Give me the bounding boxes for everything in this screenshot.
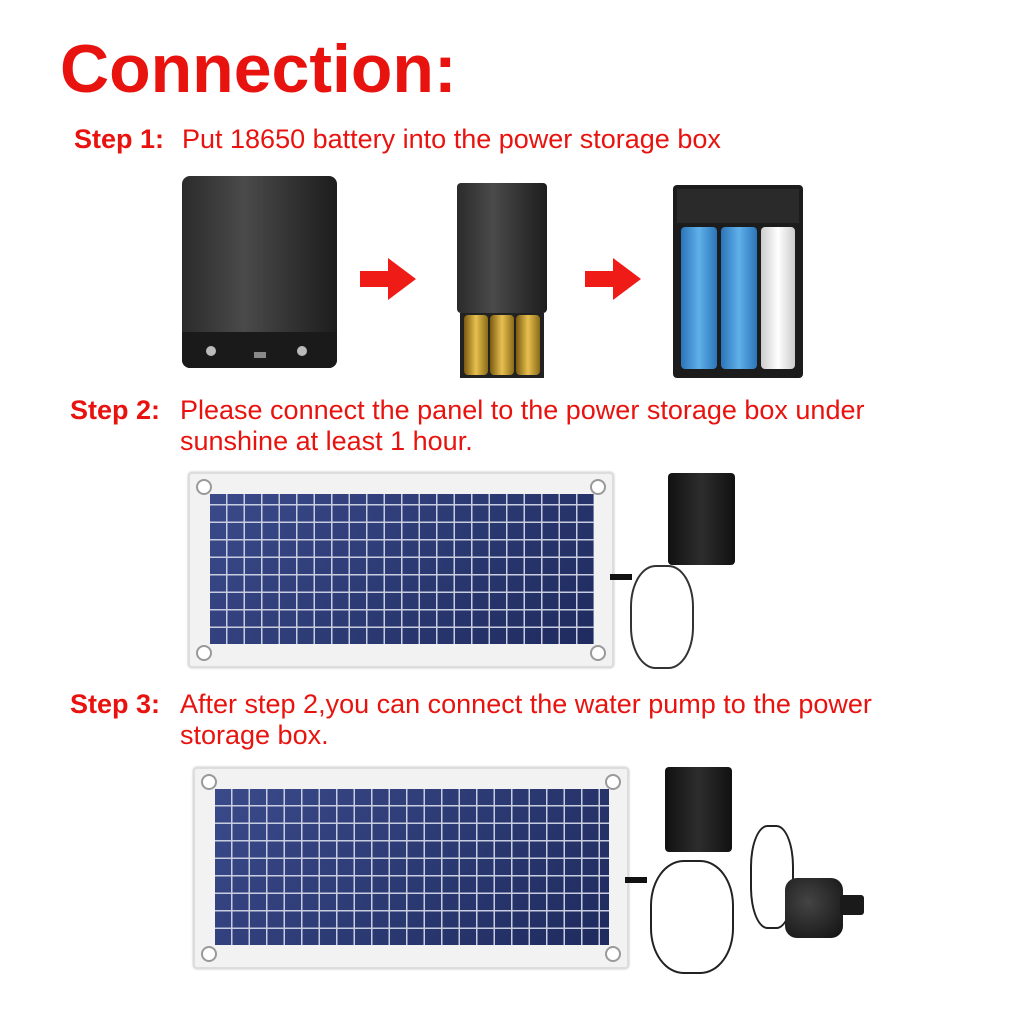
dc-plug (625, 877, 647, 883)
battery-box-open-image (673, 185, 803, 378)
solar-panel-image (193, 767, 629, 969)
step-label: Step 3: (70, 689, 161, 719)
pump-outlet (840, 895, 864, 915)
step-text-line-2: storage box. (180, 720, 329, 750)
step-text: Put 18650 battery into the power storage… (182, 124, 721, 154)
step-1-heading: Step 1: Put 18650 battery into the power… (74, 124, 721, 155)
step-2-heading: Step 2: Please connect the panel to the … (70, 395, 864, 456)
cable (750, 825, 794, 929)
page-title: Connection: (60, 31, 457, 107)
step-text-line-1: Please connect the panel to the power st… (180, 395, 865, 425)
cable (650, 860, 734, 974)
step-label: Step 2: (70, 395, 161, 425)
step-text-line-2: sunshine at least 1 hour. (180, 426, 473, 456)
step-text-line-1: After step 2,you can connect the water p… (180, 689, 872, 719)
step-3-heading: Step 3: After step 2,you can connect the… (70, 689, 872, 750)
battery-box-closed-image (182, 176, 337, 368)
water-pump-image (785, 878, 843, 938)
dc-plug (610, 574, 632, 580)
power-storage-box-image (665, 767, 732, 852)
step-label: Step 1: (74, 124, 165, 154)
battery-box-sleeve-image (457, 183, 547, 313)
battery-holder-image (460, 313, 544, 378)
power-storage-box-image (668, 473, 735, 565)
solar-panel-image (188, 472, 614, 668)
cable (630, 565, 694, 669)
